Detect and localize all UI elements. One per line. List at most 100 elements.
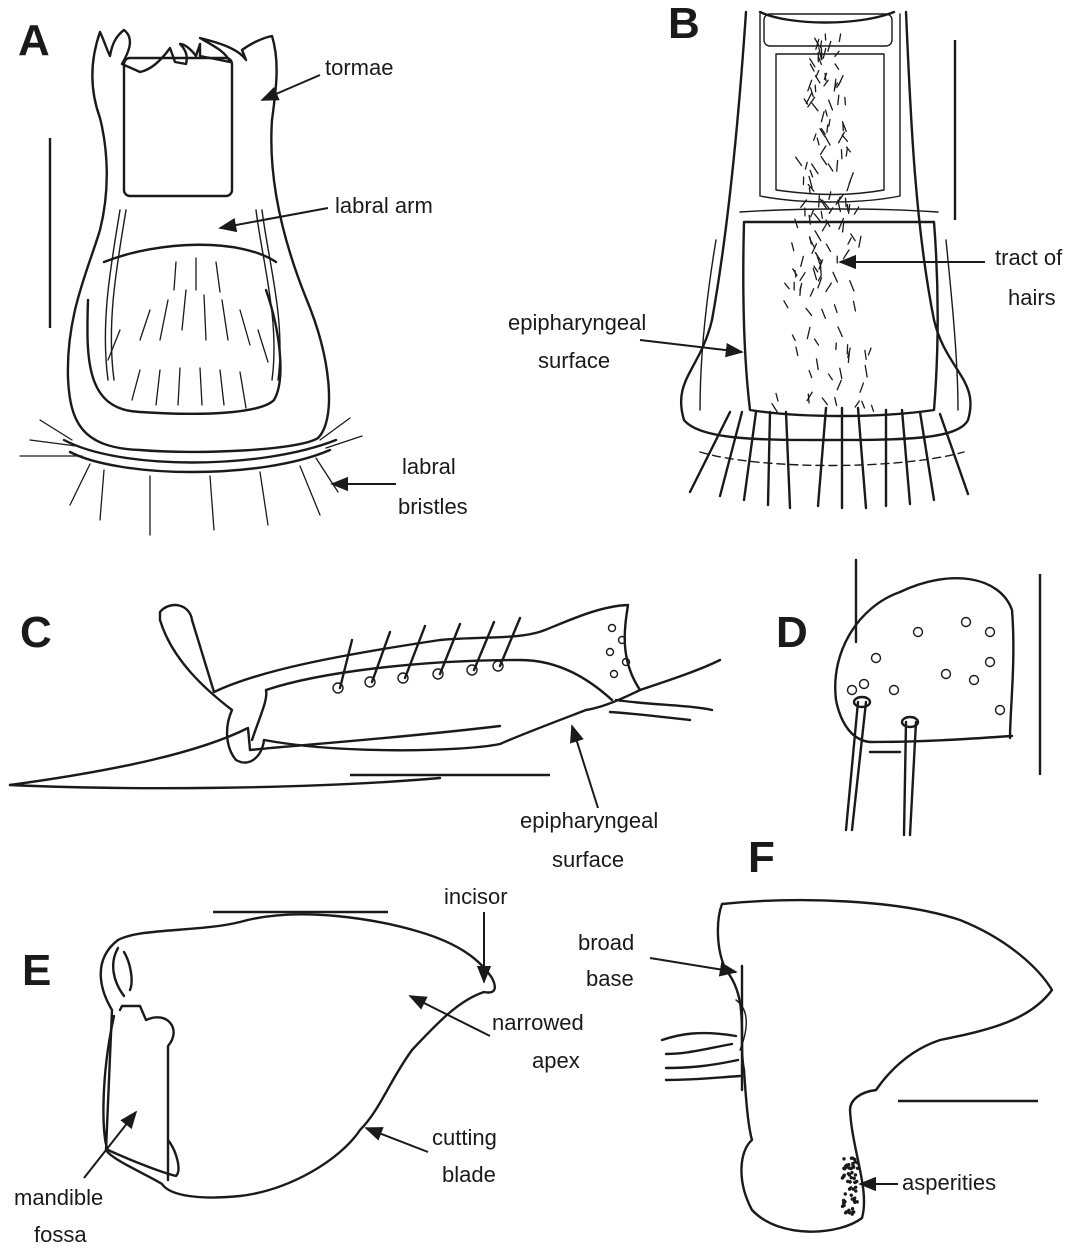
asperity-dot [848, 1173, 851, 1176]
panel-c-setae [333, 618, 720, 720]
panel-d-structure [835, 560, 1013, 835]
tract-hair [785, 283, 789, 289]
tract-hair [805, 162, 807, 169]
panel-c-structure [10, 605, 640, 788]
arrow-fossa [84, 1112, 136, 1178]
tract-hair [839, 34, 840, 41]
asperity-dot [853, 1177, 856, 1180]
panel-f-letter: F [748, 833, 775, 882]
label-narrowed-2: apex [532, 1048, 580, 1073]
tract-hair [829, 100, 833, 110]
tract-hair [837, 380, 841, 389]
tract-hair [845, 97, 846, 104]
label-labral-bristles-2: bristles [398, 494, 468, 519]
panel-b: B tract [508, 0, 1063, 508]
asperity-dot [853, 1158, 856, 1161]
tract-hair [847, 181, 850, 191]
asperity-dot [848, 1211, 851, 1214]
label-broad-2: base [586, 966, 634, 991]
tract-hair [826, 283, 831, 291]
tract-hair [839, 132, 845, 142]
asperity-dot [853, 1181, 856, 1184]
tract-hair [833, 272, 837, 282]
tract-hair [828, 164, 833, 171]
tract-hair [822, 398, 827, 405]
tract-hair [842, 135, 847, 141]
label-fossa-2: fossa [34, 1222, 87, 1247]
asperity-dot [845, 1210, 848, 1213]
panel-d-letter: D [776, 608, 808, 657]
tract-hair [835, 398, 837, 406]
asperity-dot [851, 1207, 854, 1210]
label-asperities: asperities [902, 1170, 996, 1195]
labral-bristles [20, 418, 362, 535]
tract-hair [810, 237, 812, 244]
label-cutting-2: blade [442, 1162, 496, 1187]
tract-hair [814, 339, 818, 345]
epipharynx-bristles [690, 408, 968, 508]
tract-hair [865, 365, 867, 377]
tract-hair [840, 368, 842, 378]
tract-hair [821, 157, 826, 165]
asperity-dot [854, 1173, 857, 1176]
panel-c: C e [10, 605, 720, 872]
arrow-narrowed [410, 996, 490, 1036]
label-broad-1: broad [578, 930, 634, 955]
tract-hair [822, 309, 826, 318]
asperity-dot [856, 1167, 859, 1170]
tract-hair [827, 125, 828, 132]
tract-hair [828, 374, 832, 380]
tract-hair [801, 256, 804, 266]
label-incisor: incisor [444, 884, 508, 909]
asperity-dot [847, 1166, 850, 1169]
tract-hair [854, 207, 858, 214]
tract-hair [812, 164, 818, 174]
asperity-dot [850, 1194, 853, 1197]
label-fossa-1: mandible [14, 1185, 103, 1210]
tract-hair [838, 95, 839, 104]
mandible-outline [101, 914, 495, 1197]
asperity-dot [842, 1175, 845, 1178]
tract-hair [816, 71, 819, 77]
tract-hair [839, 76, 844, 86]
tract-hair [853, 301, 855, 311]
label-tormae: tormae [325, 55, 393, 80]
tract-hair [814, 134, 816, 140]
asperity-dot [842, 1201, 845, 1204]
tract-hair [792, 243, 794, 251]
tract-hair [800, 284, 802, 291]
tract-hair [868, 348, 871, 355]
tract-hair [821, 212, 822, 219]
tract-hair [841, 150, 842, 159]
asperity-dot [841, 1205, 844, 1208]
tract-hair [865, 350, 866, 359]
tract-hair [820, 146, 825, 155]
tract-hair [846, 198, 847, 207]
panel-a: A [18, 16, 468, 535]
tract-hair [843, 250, 849, 259]
panel-b-letter: B [668, 0, 700, 48]
tract-hair [793, 269, 797, 276]
tract-hair [820, 263, 821, 274]
tract-hair [795, 219, 798, 228]
tract-hair [847, 204, 848, 210]
asperity-dot [844, 1192, 847, 1195]
asperity-dot [850, 1156, 853, 1159]
tract-hair [806, 308, 812, 315]
label-narrowed-1: narrowed [492, 1010, 584, 1035]
panel-d: D [776, 560, 1040, 835]
tract-hair [807, 327, 810, 338]
tract-hair [835, 64, 839, 69]
asperity-dot [851, 1164, 854, 1167]
tract-hair [811, 210, 814, 217]
labral-hairs [108, 258, 268, 408]
tract-hair [815, 231, 821, 241]
tract-hair [810, 289, 813, 296]
tract-hair [834, 305, 837, 313]
tract-hair [849, 205, 850, 214]
tract-hair [826, 244, 830, 251]
tract-hair [776, 393, 778, 401]
arrow-epi-b [640, 340, 742, 352]
tract-hair [838, 327, 842, 336]
tract-hair [772, 404, 777, 412]
